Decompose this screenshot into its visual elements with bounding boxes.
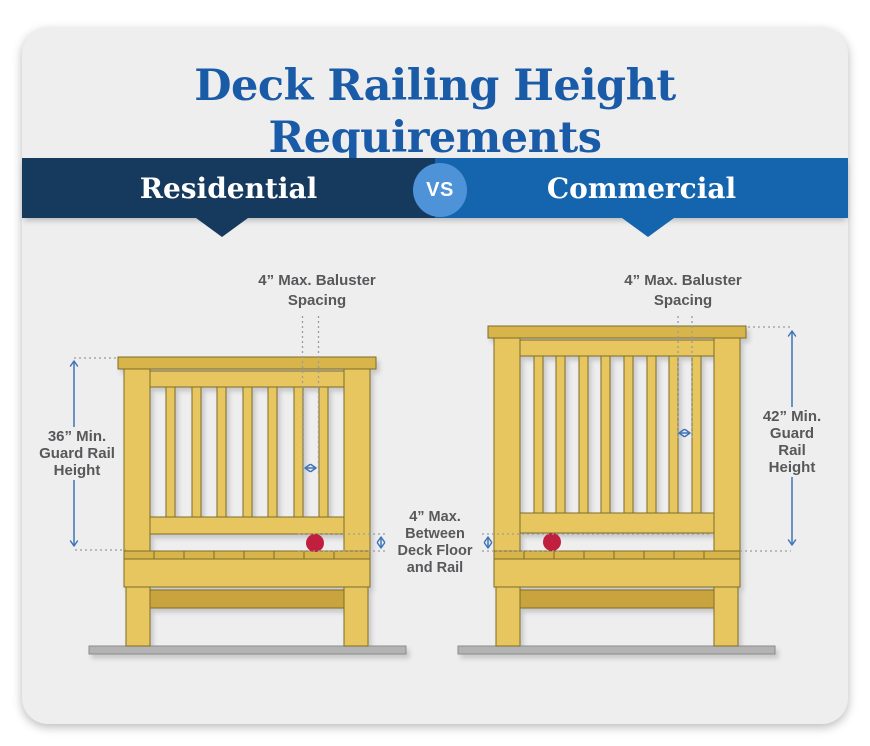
commercial-label: Commercial [546,171,737,205]
comparison-banner: Residential Commercial [22,158,848,218]
vs-badge: VS [413,163,467,217]
commercial-height-label: 42” Min. Guard Rail Height [753,407,831,477]
page-title: Deck Railing Height Requirements [194,61,676,163]
residential-label: Residential [139,171,318,205]
vs-label: VS [426,178,454,201]
banner-pointer-right-icon [622,218,674,237]
residential-height-label: 36” Min. Guard Rail Height [35,427,119,480]
banner-pointer-left-icon [196,218,248,237]
banner-residential: Residential [22,158,435,218]
residential-baluster-spacing-label: 4” Max. Baluster Spacing [258,272,376,309]
floor-gap-label: 4” Max. Between Deck Floor and Rail [397,509,473,576]
banner-commercial: Commercial [435,158,848,218]
commercial-baluster-spacing-label: 4” Max. Baluster Spacing [624,272,742,309]
